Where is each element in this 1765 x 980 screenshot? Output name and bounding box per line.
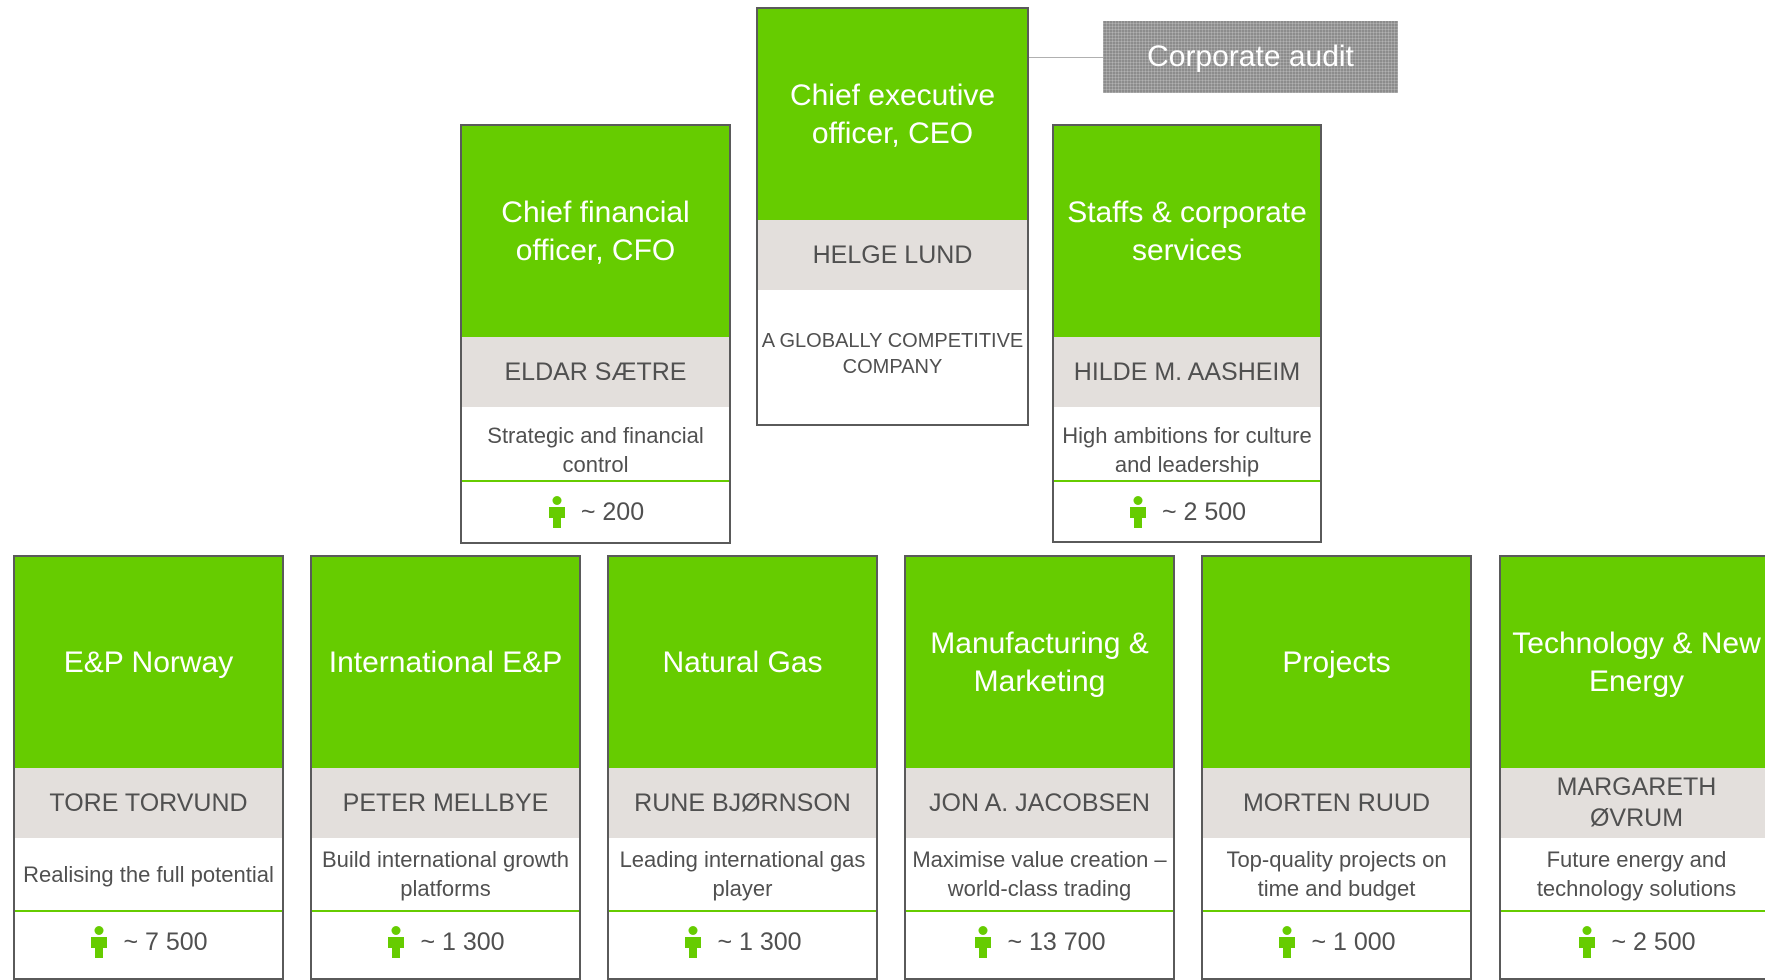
person-icon <box>548 496 565 528</box>
business-area-divider <box>1501 910 1765 912</box>
corporate-audit-box: Corporate audit <box>1103 21 1398 93</box>
business-area-headcount-value: ~ 13 700 <box>1007 927 1106 956</box>
business-area-divider <box>15 910 282 912</box>
business-area-headcount-value: ~ 1 000 <box>1311 927 1396 956</box>
business-area-card-manufacturing-marketing: Manufacturing & Marketing JON A. JACOBSE… <box>904 555 1175 980</box>
cfo-headcount: ~ 200 <box>462 482 729 542</box>
person-icon <box>685 926 702 958</box>
business-area-title: Projects <box>1203 557 1470 768</box>
ceo-title: Chief executive officer, CEO <box>758 9 1027 220</box>
business-area-divider <box>1203 910 1470 912</box>
business-area-description: Future energy and technology solutions <box>1536 847 1737 901</box>
business-area-title: Technology & New Energy <box>1501 557 1765 768</box>
business-area-title: E&P Norway <box>15 557 282 768</box>
ceo-name: HELGE LUND <box>758 220 1027 290</box>
business-area-head-name: MORTEN RUUD <box>1203 768 1470 838</box>
business-area-headcount: ~ 1 300 <box>312 912 579 972</box>
business-area-headcount-value: ~ 2 500 <box>1611 927 1696 956</box>
business-area-headcount: ~ 7 500 <box>15 912 282 972</box>
business-area-description: Build international growth platforms <box>321 847 570 901</box>
business-area-divider <box>906 910 1173 912</box>
person-icon <box>975 926 992 958</box>
business-area-head-name: RUNE BJØRNSON <box>609 768 876 838</box>
staffs-divider <box>1054 480 1320 482</box>
cfo-divider <box>462 480 729 482</box>
cfo-description: Strategic and financial control <box>487 423 704 477</box>
business-area-headcount: ~ 13 700 <box>906 912 1173 972</box>
business-area-head-name: TORE TORVUND <box>15 768 282 838</box>
ceo-description: A GLOBALLY COMPETITIVE COMPANY <box>761 330 1024 378</box>
business-area-title: Manufacturing & Marketing <box>906 557 1173 768</box>
business-area-description: Leading international gas player <box>619 847 866 901</box>
business-area-head-name: PETER MELLBYE <box>312 768 579 838</box>
cfo-title: Chief financial officer, CFO <box>462 126 729 337</box>
business-area-headcount: ~ 2 500 <box>1501 912 1765 972</box>
business-area-title: International E&P <box>312 557 579 768</box>
business-area-card-technology-new-energy: Technology & New Energy MARGARETH ØVRUM … <box>1499 555 1765 980</box>
staffs-card: Staffs & corporate services HILDE M. AAS… <box>1052 124 1322 543</box>
business-area-card-projects: Projects MORTEN RUUD Top-quality project… <box>1201 555 1472 980</box>
business-area-divider <box>312 910 579 912</box>
business-area-card-natural-gas: Natural Gas RUNE BJØRNSON Leading intern… <box>607 555 878 980</box>
business-area-headcount-value: ~ 1 300 <box>717 927 802 956</box>
person-icon <box>388 926 405 958</box>
business-area-description: Maximise value creation – world-class tr… <box>912 847 1167 901</box>
business-area-card-ep-norway: E&P Norway TORE TORVUND Realising the fu… <box>13 555 284 980</box>
business-area-title: Natural Gas <box>609 557 876 768</box>
person-icon <box>1279 926 1296 958</box>
business-area-headcount: ~ 1 000 <box>1203 912 1470 972</box>
business-area-card-international-ep: International E&P PETER MELLBYE Build in… <box>310 555 581 980</box>
business-area-description: Top-quality projects on time and budget <box>1226 847 1447 901</box>
business-area-headcount: ~ 1 300 <box>609 912 876 972</box>
business-area-head-name: JON A. JACOBSEN <box>906 768 1173 838</box>
ceo-card: Chief executive officer, CEO HELGE LUND … <box>756 7 1029 426</box>
business-area-divider <box>609 910 876 912</box>
cfo-card: Chief financial officer, CFO ELDAR SÆTRE… <box>460 124 731 544</box>
business-area-head-name: MARGARETH ØVRUM <box>1501 768 1765 838</box>
person-icon <box>1129 496 1146 528</box>
staffs-description: High ambitions for culture and leadershi… <box>1062 423 1312 477</box>
person-icon <box>91 926 108 958</box>
cfo-headcount-value: ~ 200 <box>580 497 645 526</box>
person-icon <box>1579 926 1596 958</box>
cfo-name: ELDAR SÆTRE <box>462 337 729 407</box>
business-area-description: Realising the full potential <box>23 861 274 887</box>
audit-connector-line <box>1029 57 1105 58</box>
business-area-headcount-value: ~ 7 500 <box>123 927 208 956</box>
staffs-title: Staffs & corporate services <box>1054 126 1320 337</box>
business-area-headcount-value: ~ 1 300 <box>420 927 505 956</box>
staffs-headcount: ~ 2 500 <box>1054 482 1320 542</box>
staffs-headcount-value: ~ 2 500 <box>1161 497 1247 526</box>
staffs-name: HILDE M. AASHEIM <box>1054 337 1320 407</box>
